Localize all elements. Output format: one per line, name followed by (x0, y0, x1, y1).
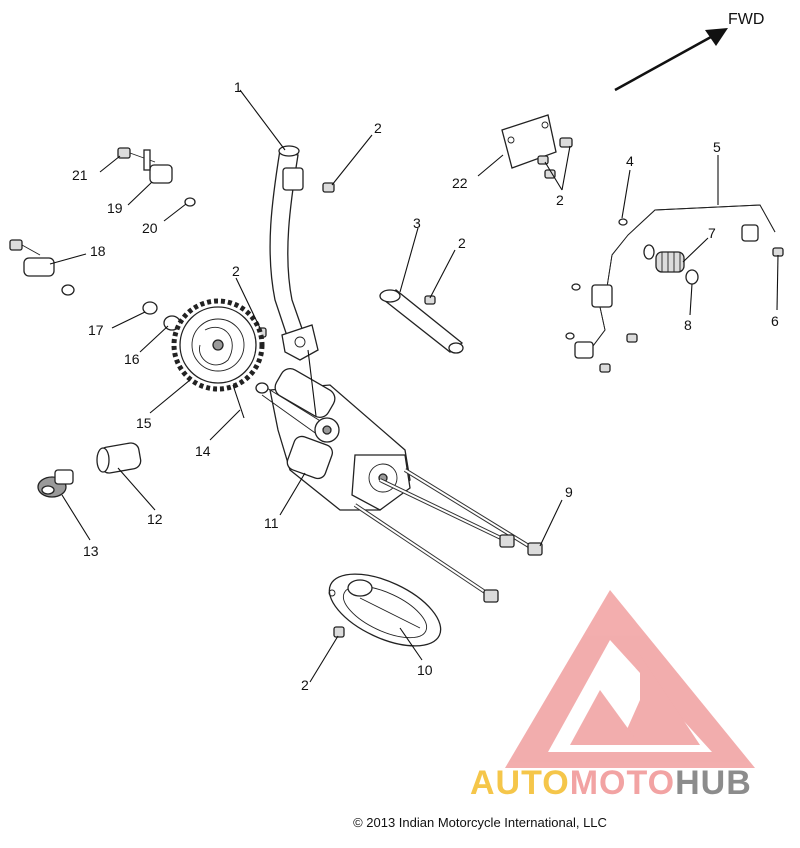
callout-5: 5 (713, 139, 721, 155)
copyright-notice: © 2013 Indian Motorcycle International, … (353, 815, 607, 830)
callout-20: 20 (142, 220, 158, 236)
callout-14: 14 (195, 443, 211, 459)
pump-gear (171, 298, 265, 392)
callout-8: 8 (684, 317, 692, 333)
callout-12: 12 (147, 511, 163, 527)
callout-6: 6 (771, 313, 779, 329)
fwd-label: FWD (728, 11, 764, 28)
bushing (96, 442, 142, 474)
callout-9: 9 (565, 484, 573, 500)
sensor (37, 469, 74, 498)
watermark-logo (505, 590, 755, 768)
oil-filter-insert (643, 244, 699, 285)
fitting-lower (9, 239, 75, 296)
callout-10: 10 (417, 662, 433, 678)
callout-1: 1 (234, 79, 242, 95)
brand-part-auto: AUTO (470, 764, 570, 802)
oil-tube (379, 289, 464, 354)
callout-15: 15 (136, 415, 152, 431)
callout-19: 19 (107, 200, 123, 216)
callout-2: 2 (458, 235, 466, 251)
fwd-arrow-icon (614, 28, 728, 92)
brand-part-moto: MOTO (569, 764, 676, 802)
callout-2: 2 (232, 263, 240, 279)
brand-part-hub: HUB (675, 764, 752, 802)
pickup-tube (269, 145, 319, 361)
callout-21: 21 (72, 167, 88, 183)
callout-22: 22 (452, 175, 468, 191)
callout-3: 3 (413, 215, 421, 231)
long-bolts (353, 468, 543, 603)
pin (232, 384, 245, 419)
callout-13: 13 (83, 543, 99, 559)
callout-11: 11 (264, 515, 279, 531)
watermark-brand: AUTOMOTOHUB (470, 764, 752, 803)
cover-plate (501, 114, 573, 179)
oil-line-assembly (565, 204, 784, 373)
callout-4: 4 (626, 153, 634, 169)
callout-2: 2 (301, 677, 309, 693)
washer (142, 301, 158, 315)
oil-pump (255, 368, 411, 511)
oil-strainer (328, 573, 442, 647)
callout-2: 2 (556, 192, 564, 208)
callout-16: 16 (124, 351, 140, 367)
leader-lines (49, 89, 779, 683)
callout-17: 17 (88, 322, 104, 338)
callout-7: 7 (708, 225, 716, 241)
callout-18: 18 (90, 243, 106, 259)
fitting-upper (117, 147, 196, 207)
bolt (322, 182, 335, 193)
callout-2: 2 (374, 120, 382, 136)
